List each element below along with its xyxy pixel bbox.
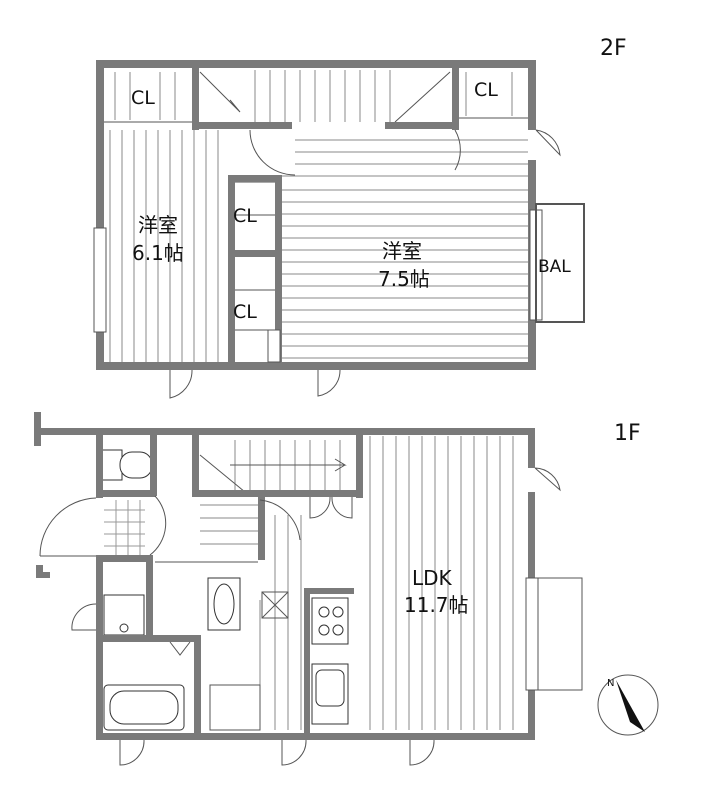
openings-2f <box>93 129 585 399</box>
room-size-western-large: 7.5帖 <box>378 267 430 291</box>
staircase-2f <box>199 70 461 176</box>
floor-label-2f: 2F <box>600 36 627 61</box>
room-size-western-small: 6.1帖 <box>132 241 184 265</box>
floor-lines-ldk <box>259 436 514 730</box>
openings-1f <box>39 467 583 766</box>
closet-label-top-left: CL <box>131 87 155 109</box>
room-name-western-small: 洋室 <box>138 213 178 237</box>
floor-label-1f: 1F <box>614 421 641 446</box>
compass-icon: N <box>597 674 659 736</box>
closet-label-middle-upper: CL <box>233 205 257 227</box>
floor-lines-western-large <box>240 139 528 359</box>
compass-north-label: N <box>607 678 614 689</box>
closet-hatch-2f <box>100 72 528 331</box>
closet-label-middle-lower: CL <box>233 301 257 323</box>
room-name-western-large: 洋室 <box>382 239 422 263</box>
floor-lines-western-small <box>109 130 219 362</box>
room-size-ldk: 11.7帖 <box>404 593 469 617</box>
closet-label-top-right: CL <box>474 79 498 101</box>
staircase-1f <box>199 440 347 545</box>
balcony-label: BAL <box>538 257 571 277</box>
fixtures-1f <box>99 449 349 731</box>
room-name-ldk: LDK <box>412 566 453 590</box>
